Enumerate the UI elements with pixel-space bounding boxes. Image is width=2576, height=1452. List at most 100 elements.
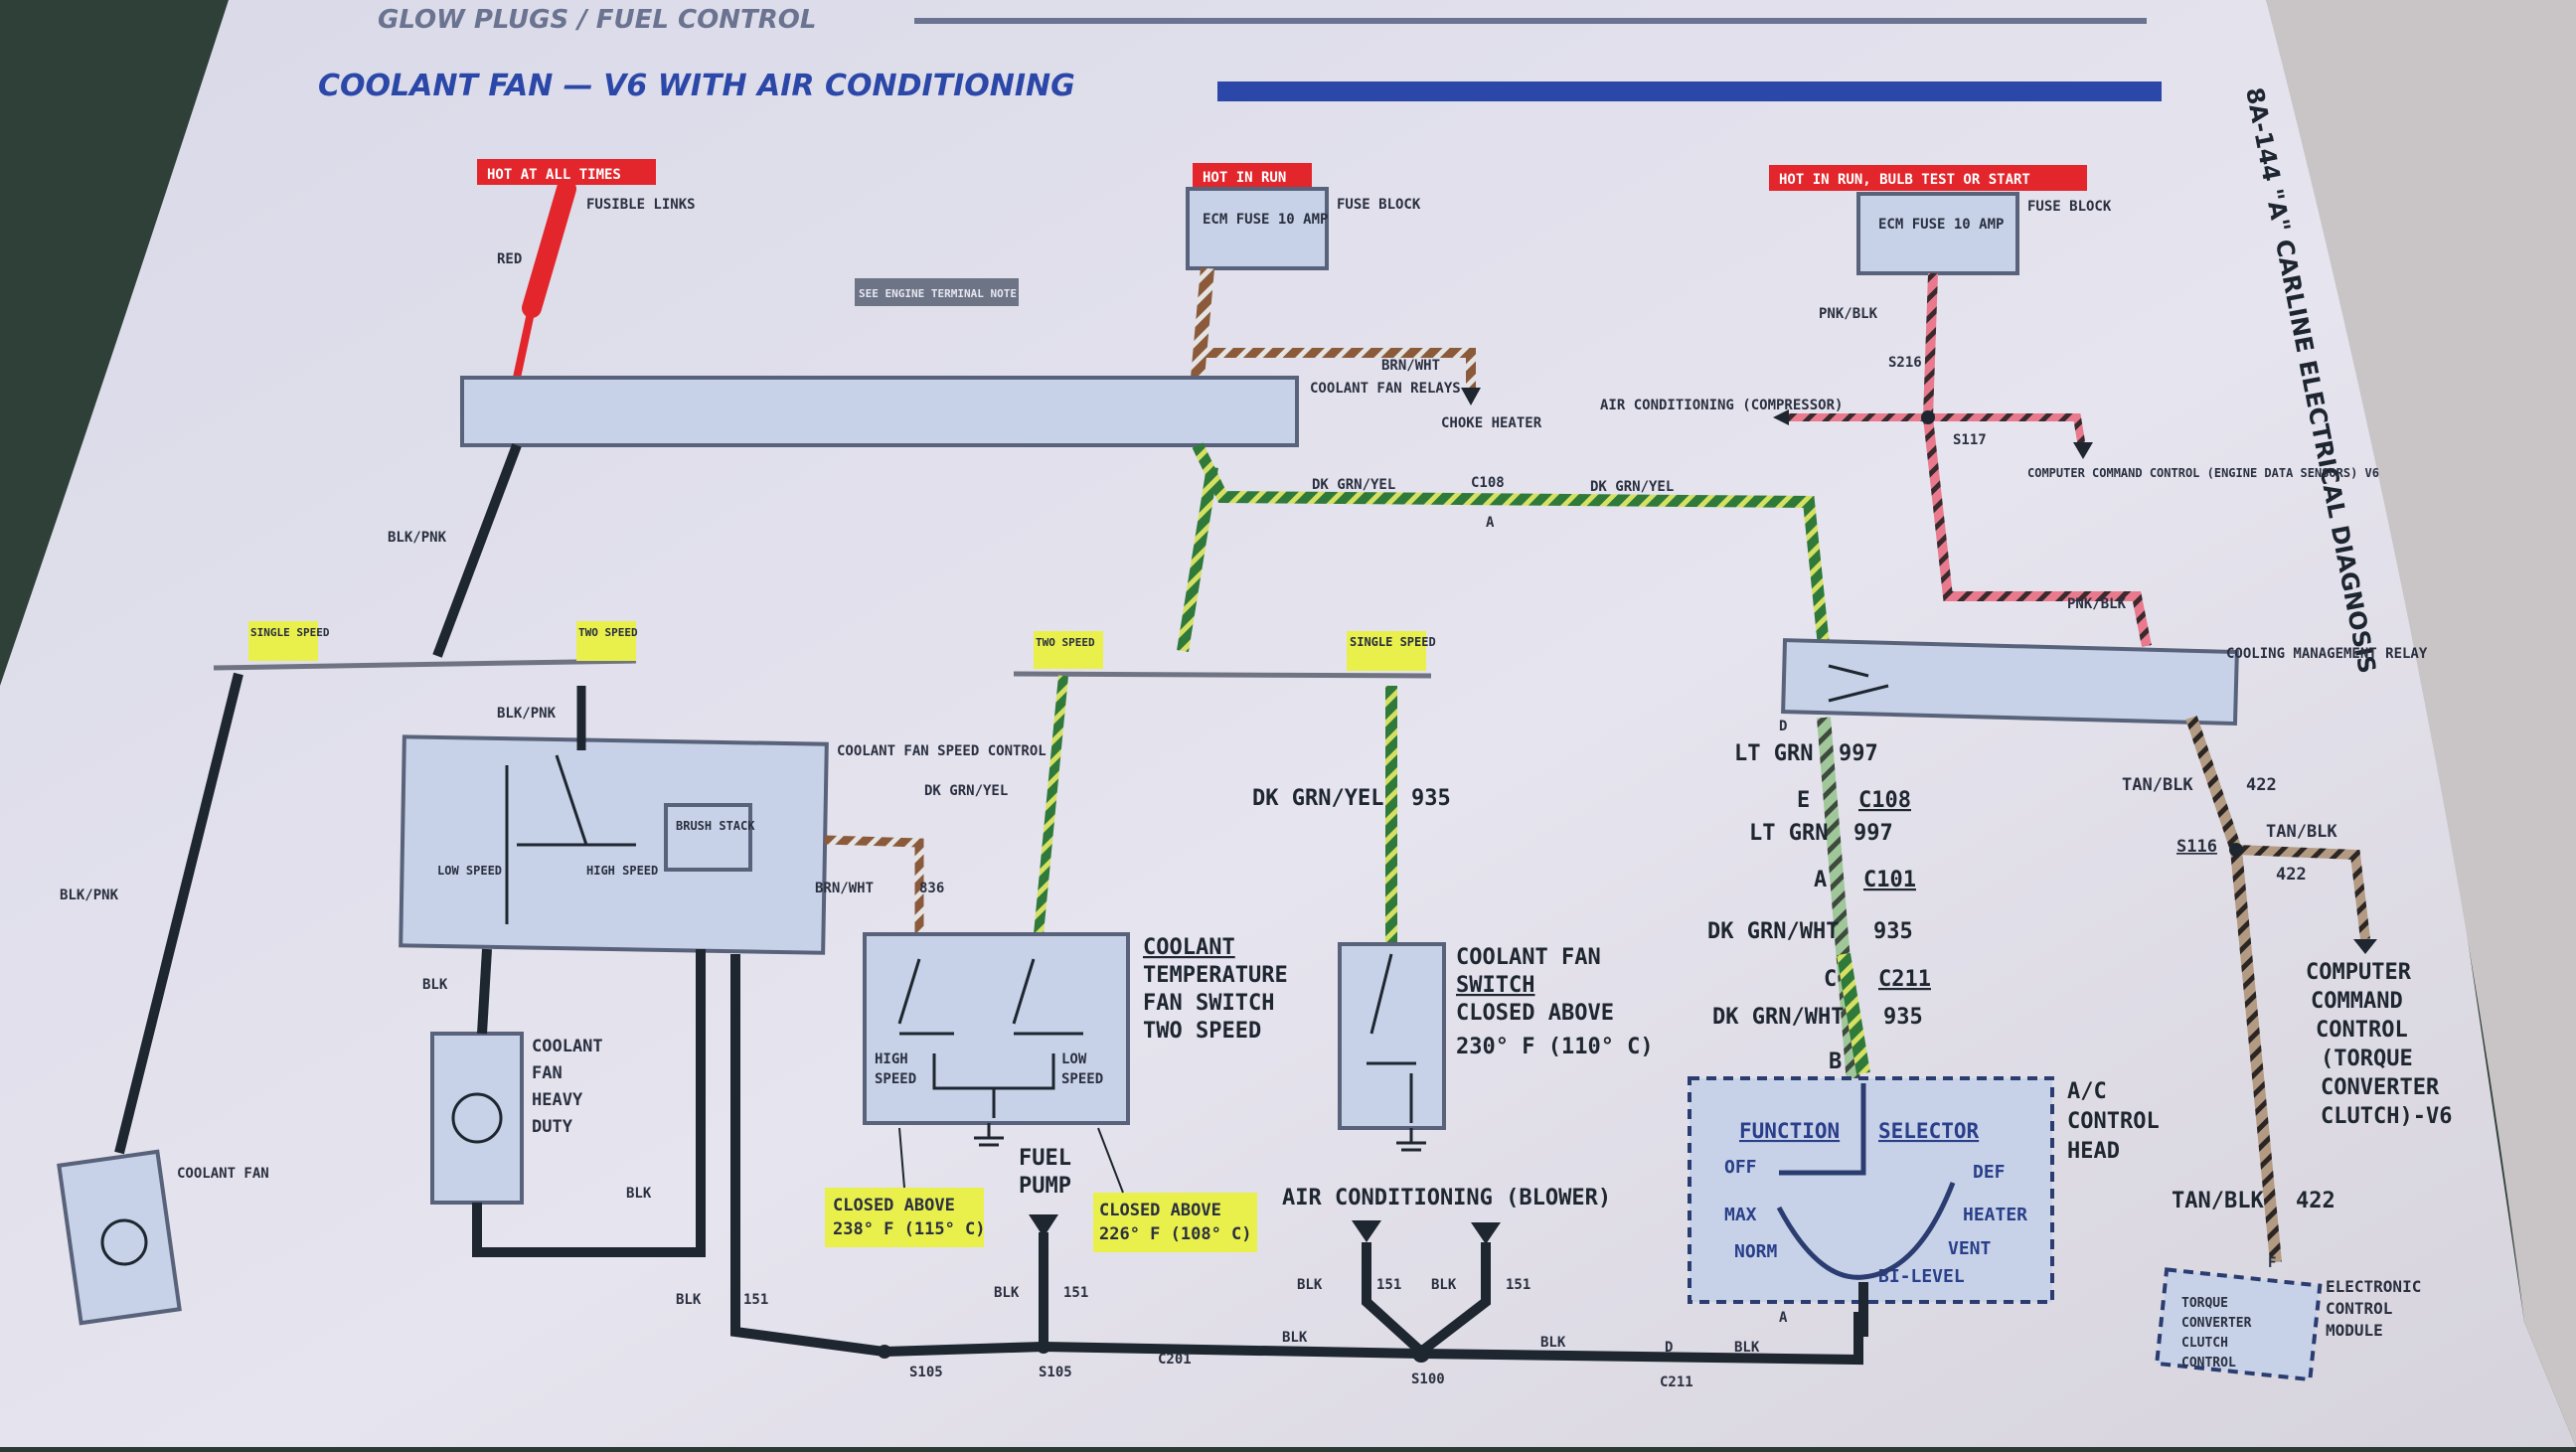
top-rule <box>914 18 2147 24</box>
fuse-right-label: ECM FUSE 10 AMP <box>1878 217 2004 233</box>
ground-icon-temp <box>974 1123 1004 1147</box>
c108-label: C108 <box>1858 788 1911 813</box>
high-speed-relay-label: HIGH SPEED <box>586 864 658 878</box>
hd-fan-label-4: DUTY <box>532 1117 573 1137</box>
coolant-fan-left <box>57 1149 182 1326</box>
blk-pnk-wire-fan <box>114 672 243 1155</box>
tcc-label-2: CONVERTER <box>2181 1316 2252 1331</box>
engine-note-box <box>855 278 1019 306</box>
hd-fan-label-3: HEAVY <box>532 1090 583 1110</box>
closed-above-right-2: 226° F (108° C) <box>1099 1224 1252 1244</box>
ccc-tcc-label-1: COMPUTER <box>2306 960 2412 985</box>
ecm-label-3: MODULE <box>2326 1321 2383 1340</box>
s100-label: S100 <box>1411 1371 1445 1387</box>
lt-grn-label-1: LT GRN <box>1734 741 1813 766</box>
ccc-tcc-label-3: CONTROL <box>2316 1018 2408 1043</box>
closed-above-left-2: 238° F (115° C) <box>833 1219 986 1239</box>
ccc-sensors-label: COMPUTER COMMAND CONTROL (ENGINE DATA SE… <box>2027 466 2379 480</box>
single-speed-tag-left <box>248 621 318 661</box>
w422-label-2: 422 <box>2276 865 2307 885</box>
splice-s100 <box>1412 1345 1430 1363</box>
c101-label: C101 <box>1863 868 1916 892</box>
ac-max-label: MAX <box>1724 1205 1757 1225</box>
fan-switch-label-3: CLOSED ABOVE <box>1456 1001 1614 1026</box>
temp-high-speed-2: SPEED <box>875 1071 916 1087</box>
ccc-tcc-arrow-icon <box>2353 939 2377 954</box>
coolant-temp-fan-switch <box>863 932 1130 1125</box>
page-edge <box>2266 0 2576 1447</box>
fan-motor-icon-hd <box>451 1092 503 1144</box>
ac-head-title-1: A/C <box>2067 1079 2107 1104</box>
blower-arrow-icons <box>1352 1220 1501 1244</box>
w836-label: 836 <box>919 881 944 896</box>
ac-head-title-2: CONTROL <box>2067 1109 2160 1134</box>
cmr-label: COOLING MANAGEMENT RELAY <box>2226 646 2428 662</box>
closed-above-right-1: CLOSED ABOVE <box>1099 1201 1221 1220</box>
temp-low-speed-1: LOW <box>1061 1051 1087 1067</box>
ecm-label-2: CONTROL <box>2326 1299 2392 1318</box>
single-speed-left-label: SINGLE SPEED <box>250 626 330 639</box>
lt-grn-label-2: LT GRN <box>1749 821 1828 846</box>
w997-label-2: 997 <box>1853 821 1893 846</box>
splice-s116 <box>2229 843 2243 857</box>
splice-s105 <box>878 1345 891 1359</box>
coolant-fan-switch <box>1338 942 1446 1130</box>
two-speed-tag-mid <box>1034 631 1103 669</box>
fuel-pump-arrow-icon <box>1029 1214 1058 1237</box>
pin-e-label: E <box>1797 788 1810 813</box>
blk-151-left-label: BLK <box>676 1292 702 1308</box>
temp-switch-label-4: TWO SPEED <box>1143 1019 1261 1044</box>
w935-label-1: 935 <box>1873 919 1913 944</box>
fuel-pump-label-1: FUEL <box>1019 1146 1071 1171</box>
w997-label-1: 997 <box>1839 741 1878 766</box>
ac-vent-label: VENT <box>1948 1238 1992 1259</box>
cmr-contacts <box>1828 664 1889 703</box>
blk-wire-hd-fan <box>477 948 492 1035</box>
ac-compressor-label: AIR CONDITIONING (COMPRESSOR) <box>1600 398 1843 413</box>
ccc-sensor-wire <box>1928 413 2086 448</box>
single-speed-mid-label: SINGLE SPEED <box>1350 635 1436 649</box>
choke-heater-wire <box>1203 348 1476 388</box>
fuse-left-label: ECM FUSE 10 AMP <box>1203 212 1328 228</box>
w935-mid-label: 935 <box>1411 786 1451 811</box>
fusible-link-wire <box>522 179 576 318</box>
c201-label: C201 <box>1158 1352 1192 1368</box>
blk-return-wire <box>472 949 706 1257</box>
temp-low-speed-2: SPEED <box>1061 1071 1103 1087</box>
tan-blk-label-2: TAN/BLK <box>2266 822 2337 842</box>
coolant-fan-left-label: COOLANT FAN <box>177 1166 269 1182</box>
pin-f-ecm-label: F <box>2268 1255 2276 1271</box>
tan-blk-ccc-wire <box>2235 845 2370 940</box>
ac-bi-level-label: BI-LEVEL <box>1878 1266 1965 1287</box>
tcc-label-1: TORQUE <box>2181 1296 2228 1311</box>
dk-grn-yel-label-2: DK GRN/YEL <box>1590 479 1674 495</box>
brush-stack <box>664 803 752 872</box>
temp-switch-label-3: FAN SWITCH <box>1143 991 1274 1016</box>
coolant-fan-heavy-duty <box>430 1032 524 1205</box>
cooling-management-relay <box>1781 638 2239 726</box>
pnk-blk-lower-label: PNK/BLK <box>2067 596 2127 612</box>
temp-switch-contacts <box>897 958 1083 1118</box>
blk-return-label: BLK <box>626 1186 652 1202</box>
w151-left-label: 151 <box>743 1292 768 1308</box>
tan-blk-label-1: TAN/BLK <box>2122 775 2193 795</box>
ac-def-label: DEF <box>1973 1162 2006 1183</box>
red-wire-label: RED <box>497 251 522 267</box>
two-speed-tag-left <box>576 621 636 661</box>
ac-head-title-3: HEAD <box>2067 1139 2120 1164</box>
speed-bus-left <box>213 658 637 671</box>
fuse-feed-wire <box>1191 267 1214 379</box>
coolant-fan-relays <box>460 376 1299 447</box>
compressor-arrow-icon <box>1773 409 1789 425</box>
blk-pnk-692-label: BLK/PNK <box>388 530 447 546</box>
dk-grn-yel-down-wire <box>1177 466 1218 652</box>
hot-in-run-label: HOT IN RUN <box>1203 170 1286 186</box>
pin-d-cmr-label: D <box>1779 719 1787 734</box>
temp-switch-label-2: TEMPERATURE <box>1143 963 1288 988</box>
temp-switch-label-1: COOLANT <box>1143 935 1235 960</box>
blower-blk-label-1: BLK <box>1297 1277 1323 1293</box>
speed-control-contacts <box>505 754 636 924</box>
single-speed-tag-mid <box>1347 631 1426 671</box>
